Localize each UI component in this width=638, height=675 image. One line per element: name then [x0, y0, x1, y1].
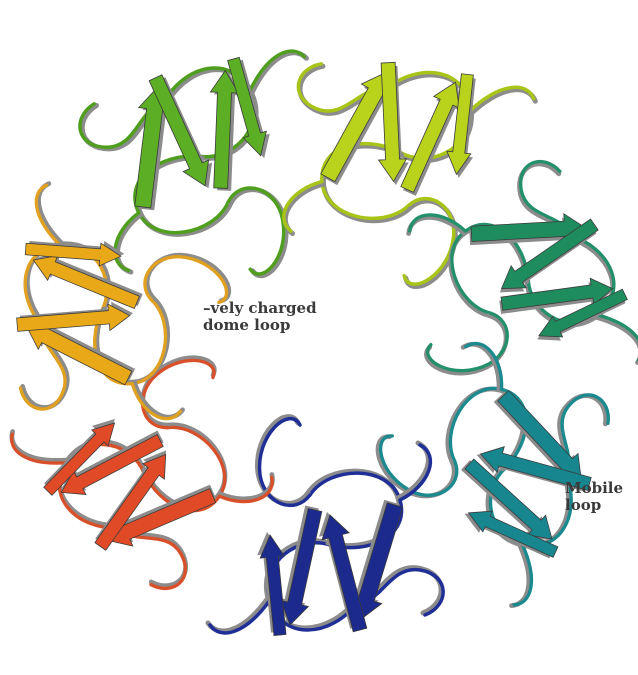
subunit-4 [342, 314, 634, 611]
subunit-4-loop-shadow [491, 544, 547, 609]
dome-loop-label: –vely charged dome loop [203, 300, 317, 334]
dome-loop-label-line2: dome loop [203, 317, 317, 334]
mobile-loop-label: Mobile loop [565, 480, 623, 514]
subunit-7-strand [28, 252, 144, 309]
subunit-5 [208, 417, 443, 636]
subunit-6-loop [219, 463, 278, 519]
subunit-1-loop [109, 213, 148, 272]
dome-loop-label-line1: –vely charged [203, 300, 317, 317]
subunit-2-loop [281, 175, 322, 235]
subunit-7-loop [29, 184, 70, 246]
subunit-2 [262, 40, 538, 303]
mobile-loop-label-line1: Mobile [565, 480, 623, 497]
subunit-2-loop [470, 79, 536, 124]
mobile-loop-label-line2: loop [565, 497, 623, 514]
subunit-7-loop [127, 384, 183, 422]
subunit-6-loop-shadow [130, 342, 224, 432]
